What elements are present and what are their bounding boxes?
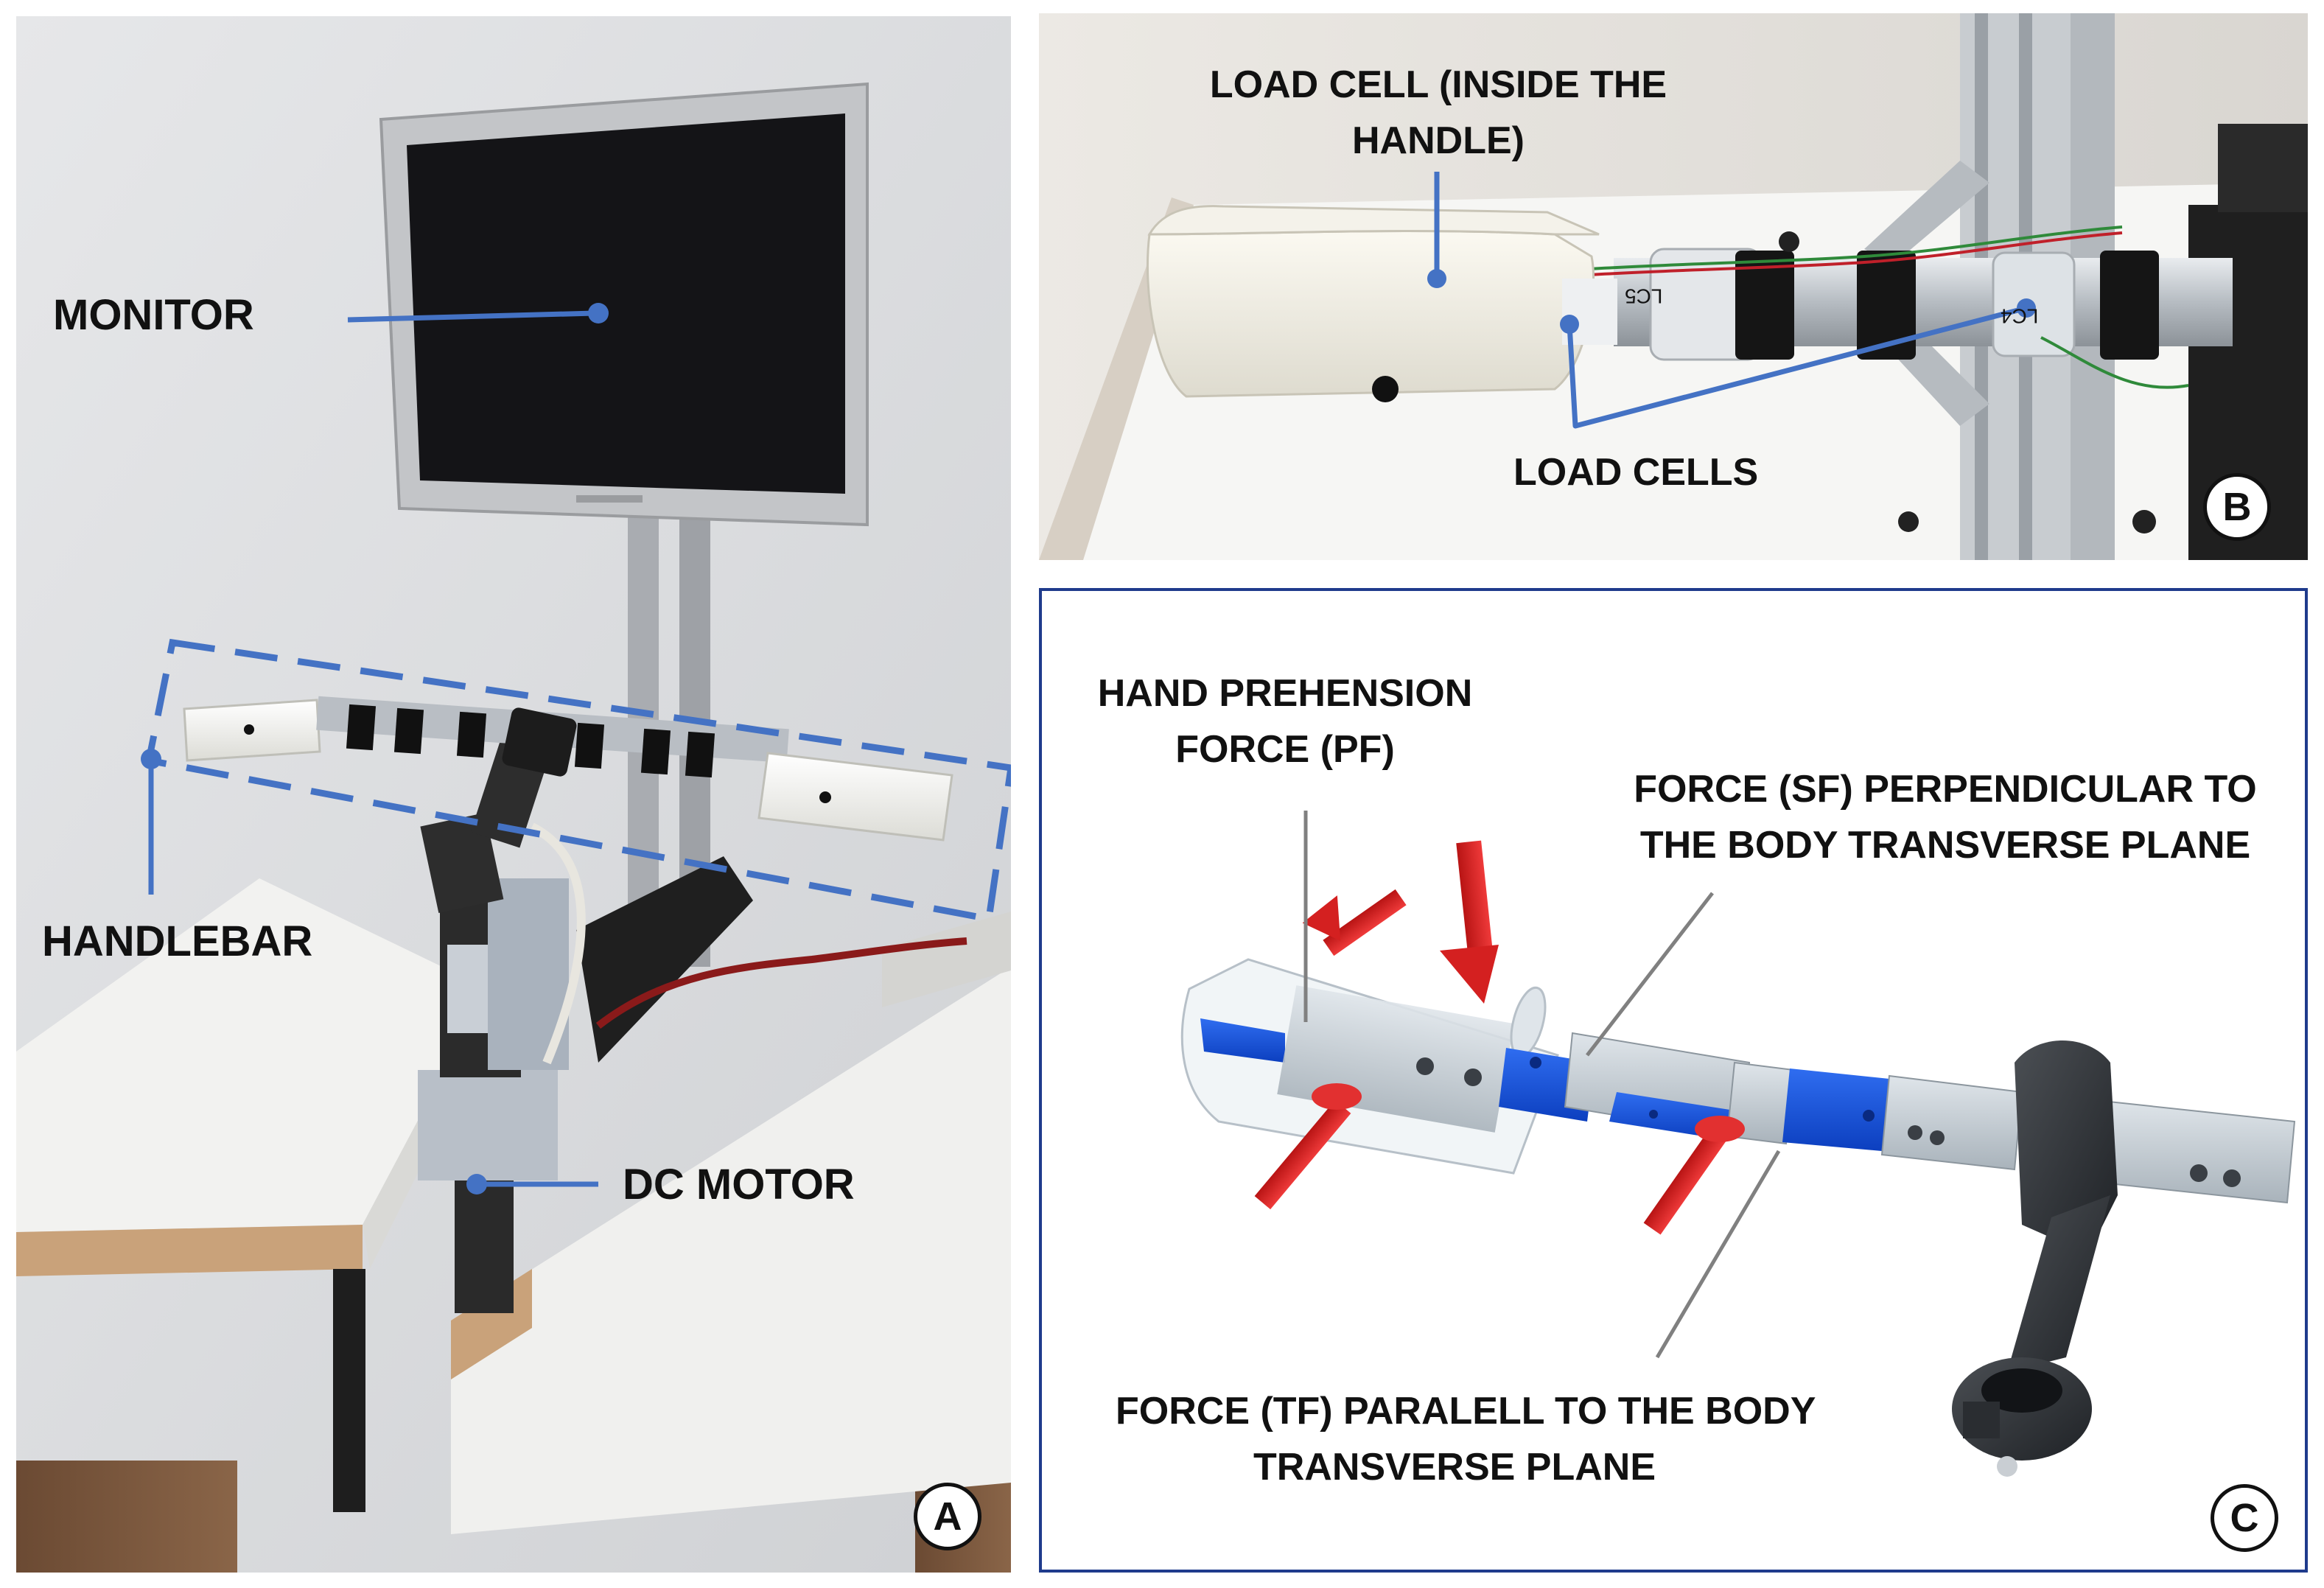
tf-label-line2: TRANSVERSE PLANE [1253,1446,1656,1489]
handlebar-label: HANDLEBAR [42,917,313,965]
monitor-label: MONITOR [53,291,254,339]
handle-sleeve [1180,958,1559,1175]
load-cell-handle-label-line1: LOAD CELL (INSIDE THE [1209,63,1667,106]
panel-a-scene [16,16,1011,1573]
panel-a-badge: A [914,1483,981,1550]
panel-b-scene [1039,13,2308,560]
shaft-assembly [1499,1032,2296,1204]
lc5-marking: LC5 [1625,284,1663,308]
right-table [451,912,1011,1534]
load-cell-handle-label-line2: HANDLE) [1352,119,1525,162]
sf-label-line2: THE BODY TRANSVERSE PLANE [1639,824,2251,867]
panel-c-badge: C [2211,1484,2278,1552]
sf-label-line1: FORCE (SF) PERPENDICULAR TO [1634,768,2257,811]
force-arrows [1254,840,1745,1235]
dc-motor-label: DC MOTOR [623,1161,855,1209]
load-cells-label: LOAD CELLS [1513,451,1759,494]
monitor [379,82,869,527]
tf-label-line1: FORCE (TF) PARALELL TO THE BODY [1116,1390,1816,1433]
handlebar-stem [1952,1040,2118,1477]
panel-c-scene [1180,811,2296,1477]
pf-label-line2: FORCE (PF) [1175,728,1395,771]
pf-label-line1: HAND PREHENSION [1097,672,1473,715]
handle [1146,205,1617,402]
lc4-marking: LC4 [2001,304,2039,328]
panel-b-photo: LC5 LC4 LOAD CELL (INSIDE THE HANDLE) LO… [1039,13,2308,560]
handlebar [183,696,953,842]
panel-b-badge: B [2203,473,2271,541]
panel-a-photo: MONITOR HANDLEBAR DC MOTOR A [16,16,1011,1573]
panel-c-cad-diagram: HAND PREHENSION FORCE (PF) FORCE (SF) PE… [1039,588,2308,1573]
